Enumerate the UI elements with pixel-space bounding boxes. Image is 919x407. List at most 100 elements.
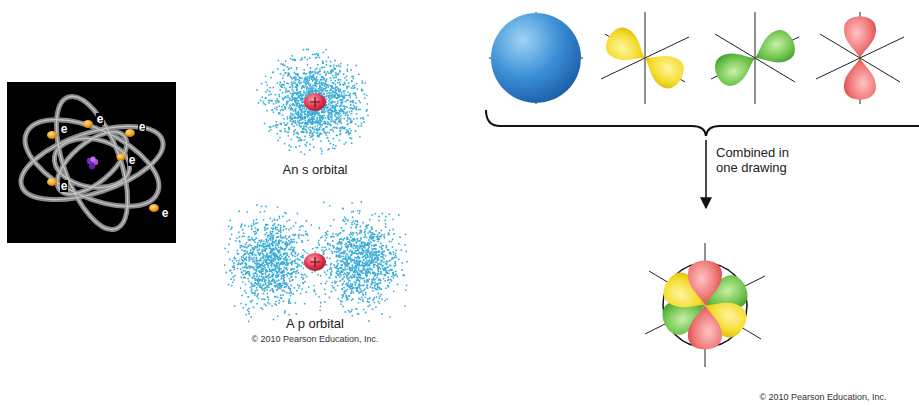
- cloud-dot: [353, 239, 355, 241]
- cloud-dot: [281, 247, 283, 249]
- cloud-dot: [282, 64, 284, 66]
- cloud-dot: [283, 104, 285, 106]
- cloud-dot: [254, 272, 256, 274]
- cloud-dot: [327, 86, 329, 88]
- cloud-dot: [305, 109, 307, 111]
- cloud-dot: [339, 110, 341, 112]
- cloud-dot: [310, 136, 312, 138]
- cloud-dot: [347, 64, 349, 66]
- cloud-dot: [288, 107, 290, 109]
- cloud-dot: [304, 128, 306, 130]
- cloud-dot: [293, 134, 295, 136]
- atom-background: [7, 82, 176, 243]
- cloud-dot: [301, 111, 303, 113]
- cloud-dot: [294, 98, 296, 100]
- cloud-dot: [276, 249, 278, 251]
- cloud-dot: [297, 120, 299, 122]
- cloud-dot: [331, 69, 333, 71]
- cloud-dot: [286, 261, 288, 263]
- cloud-dot: [339, 121, 341, 123]
- cloud-dot: [298, 92, 300, 94]
- cloud-dot: [334, 111, 336, 113]
- cloud-dot: [333, 91, 335, 93]
- cloud-dot: [388, 272, 390, 274]
- cloud-dot: [360, 118, 362, 120]
- cloud-dot: [295, 110, 297, 112]
- cloud-dot: [304, 136, 306, 138]
- cloud-dot: [302, 107, 304, 109]
- cloud-dot: [335, 74, 337, 76]
- cloud-dot: [387, 266, 389, 268]
- cloud-dot: [324, 109, 326, 111]
- cloud-dot: [304, 117, 306, 119]
- cloud-dot: [336, 93, 338, 95]
- cloud-dot: [332, 107, 334, 109]
- cloud-dot: [312, 116, 314, 118]
- cloud-dot: [273, 103, 275, 105]
- cloud-dot: [339, 84, 341, 86]
- cloud-dot: [335, 145, 337, 147]
- cloud-dot: [307, 112, 309, 114]
- cloud-dot: [337, 118, 339, 120]
- cloud-dot: [298, 112, 300, 114]
- cloud-dot: [287, 123, 289, 125]
- cloud-dot: [334, 109, 336, 111]
- cloud-dot: [350, 104, 352, 106]
- cloud-dot: [267, 89, 269, 91]
- cloud-dot: [288, 129, 290, 131]
- cloud-dot: [308, 286, 310, 288]
- cloud-dot: [300, 140, 302, 142]
- cloud-dot: [319, 129, 321, 131]
- cloud-dot: [337, 74, 339, 76]
- cloud-dot: [277, 68, 279, 70]
- cloud-dot: [311, 122, 313, 124]
- cloud-dot: [299, 107, 301, 109]
- cloud-dot: [315, 112, 317, 114]
- cloud-dot: [300, 90, 302, 92]
- cloud-dot: [339, 280, 341, 282]
- cloud-dot: [303, 69, 305, 71]
- cloud-dot: [304, 144, 306, 146]
- orbit-ring: [12, 102, 171, 224]
- cloud-dot: [347, 117, 349, 119]
- cloud-dot: [306, 220, 308, 222]
- cloud-dot: [292, 120, 294, 122]
- cloud-dot: [327, 121, 329, 123]
- cloud-dot: [242, 307, 244, 309]
- cloud-dot: [299, 106, 301, 108]
- cloud-dot: [274, 107, 276, 109]
- cloud-dot: [392, 257, 394, 259]
- cloud-dot: [350, 120, 352, 122]
- cloud-dot: [343, 97, 345, 99]
- cloud-dot: [283, 75, 285, 77]
- cloud-dot: [265, 273, 267, 275]
- cloud-dot: [283, 271, 285, 273]
- cloud-dot: [271, 110, 273, 112]
- cloud-dot: [312, 132, 314, 134]
- cloud-dot: [268, 274, 270, 276]
- cloud-dot: [329, 132, 331, 134]
- cloud-dot: [338, 109, 340, 111]
- cloud-dot: [318, 57, 320, 59]
- cloud-dot: [240, 303, 242, 305]
- cloud-dot: [340, 268, 342, 270]
- cloud-dot: [291, 123, 293, 125]
- cloud-dot: [304, 57, 306, 59]
- cloud-dot: [338, 248, 340, 250]
- cloud-dot: [291, 124, 293, 126]
- cloud-dot: [322, 62, 324, 64]
- cloud-dot: [304, 118, 306, 120]
- cloud-dot: [357, 274, 359, 276]
- cloud-dot: [330, 89, 332, 91]
- electron: [83, 120, 93, 128]
- cloud-dot: [330, 129, 332, 131]
- cloud-dot: [340, 101, 342, 103]
- cloud-dot: [331, 111, 333, 113]
- cloud-dot: [279, 105, 281, 107]
- cloud-dot: [296, 124, 298, 126]
- cloud-dot: [290, 67, 292, 69]
- cloud-dot: [311, 123, 313, 125]
- cloud-dot: [350, 122, 352, 124]
- cloud-dot: [324, 85, 326, 87]
- cloud-dot: [295, 110, 297, 112]
